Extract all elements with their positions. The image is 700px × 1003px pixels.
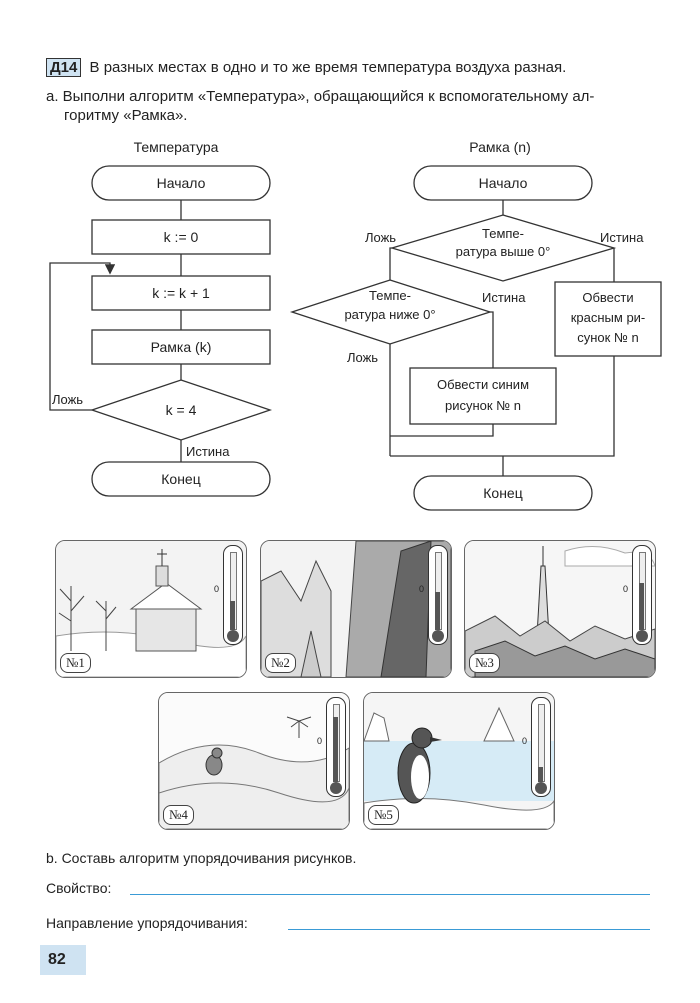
picture-5: 0 №5 — [363, 692, 555, 830]
right-cond1-shape — [389, 214, 617, 282]
left-true-label: Истина — [186, 444, 230, 459]
cond1-line2: ратура выше 0° — [456, 244, 551, 259]
thermometer-4: 0 — [317, 697, 346, 797]
cond2-false-label: Ложь — [347, 350, 378, 365]
cond2-line1: Темпе- — [369, 288, 411, 303]
part-a-line2: горитму «Рамка». — [64, 107, 188, 124]
task-header: Д14 В разных местах в одно и то же время… — [46, 58, 567, 77]
part-b-text: b. Составь алгоритм упорядочивания рисун… — [46, 850, 357, 866]
flowcharts: Температура Начало k := 0 k := k + 1 Рам… — [49, 139, 662, 511]
picture-5-label: №5 — [368, 805, 399, 825]
cond1-true-label: Истина — [600, 230, 644, 245]
blue-box-line1: Обвести синим — [437, 377, 529, 392]
picture-3-label: №3 — [469, 653, 500, 673]
direction-answer-line[interactable] — [288, 929, 650, 930]
thermometer-5: 0 — [522, 697, 551, 797]
left-init-shape — [91, 219, 271, 255]
red-box-line3: сунок № n — [577, 330, 639, 345]
left-call-shape — [91, 329, 271, 365]
picture-4-label: №4 — [163, 805, 194, 825]
left-false-label: Ложь — [52, 392, 83, 407]
thermometer-1: 0 — [214, 545, 243, 645]
red-box-line2: красным ри- — [571, 310, 646, 325]
right-end-label: Конец — [483, 485, 522, 501]
right-end-shape — [413, 475, 593, 511]
picture-3: 0 №3 — [464, 540, 656, 678]
property-answer-line[interactable] — [130, 894, 650, 895]
picture-4: 0 №4 — [158, 692, 350, 830]
mountains-scene — [261, 541, 451, 677]
picture-1: 0 №1 — [55, 540, 247, 678]
right-start-label: Начало — [479, 175, 528, 191]
thermometer-3: 0 — [623, 545, 652, 645]
left-end-label: Конец — [161, 471, 200, 487]
part-a-line1: a. Выполни алгоритм «Температура», обращ… — [46, 88, 595, 105]
direction-label: Направление упорядочивания: — [46, 915, 248, 931]
page-number: 82 — [40, 945, 86, 975]
antarctica-penguin-scene — [364, 693, 554, 829]
task-number: Д14 — [46, 58, 82, 77]
winter-church-scene — [56, 541, 246, 677]
picture-1-label: №1 — [60, 653, 91, 673]
left-end-shape — [91, 461, 271, 497]
left-increment-label: k := k + 1 — [152, 285, 210, 301]
left-start-label: Начало — [157, 175, 206, 191]
red-box-shape — [554, 281, 662, 357]
right-title: Рамка (n) — [469, 139, 531, 155]
thermometer-2: 0 — [419, 545, 448, 645]
property-label: Свойство: — [46, 880, 112, 896]
picture-2-label: №2 — [265, 653, 296, 673]
blue-box-shape — [409, 367, 557, 425]
left-init-label: k := 0 — [164, 229, 199, 245]
cond2-true-label: Истина — [482, 290, 526, 305]
left-condition-label: k = 4 — [166, 402, 197, 418]
left-call-label: Рамка (k) — [151, 339, 212, 355]
left-title: Температура — [134, 139, 219, 155]
task-intro: В разных местах в одно и то же время тем… — [89, 59, 567, 76]
red-box-line1: Обвести — [582, 290, 633, 305]
cond1-line1: Темпе- — [482, 226, 524, 241]
cond2-line2: ратура ниже 0° — [344, 307, 435, 322]
cond1-false-label: Ложь — [365, 230, 396, 245]
blue-box-line2: рисунок № n — [445, 398, 521, 413]
picture-2: 0 №2 — [260, 540, 452, 678]
